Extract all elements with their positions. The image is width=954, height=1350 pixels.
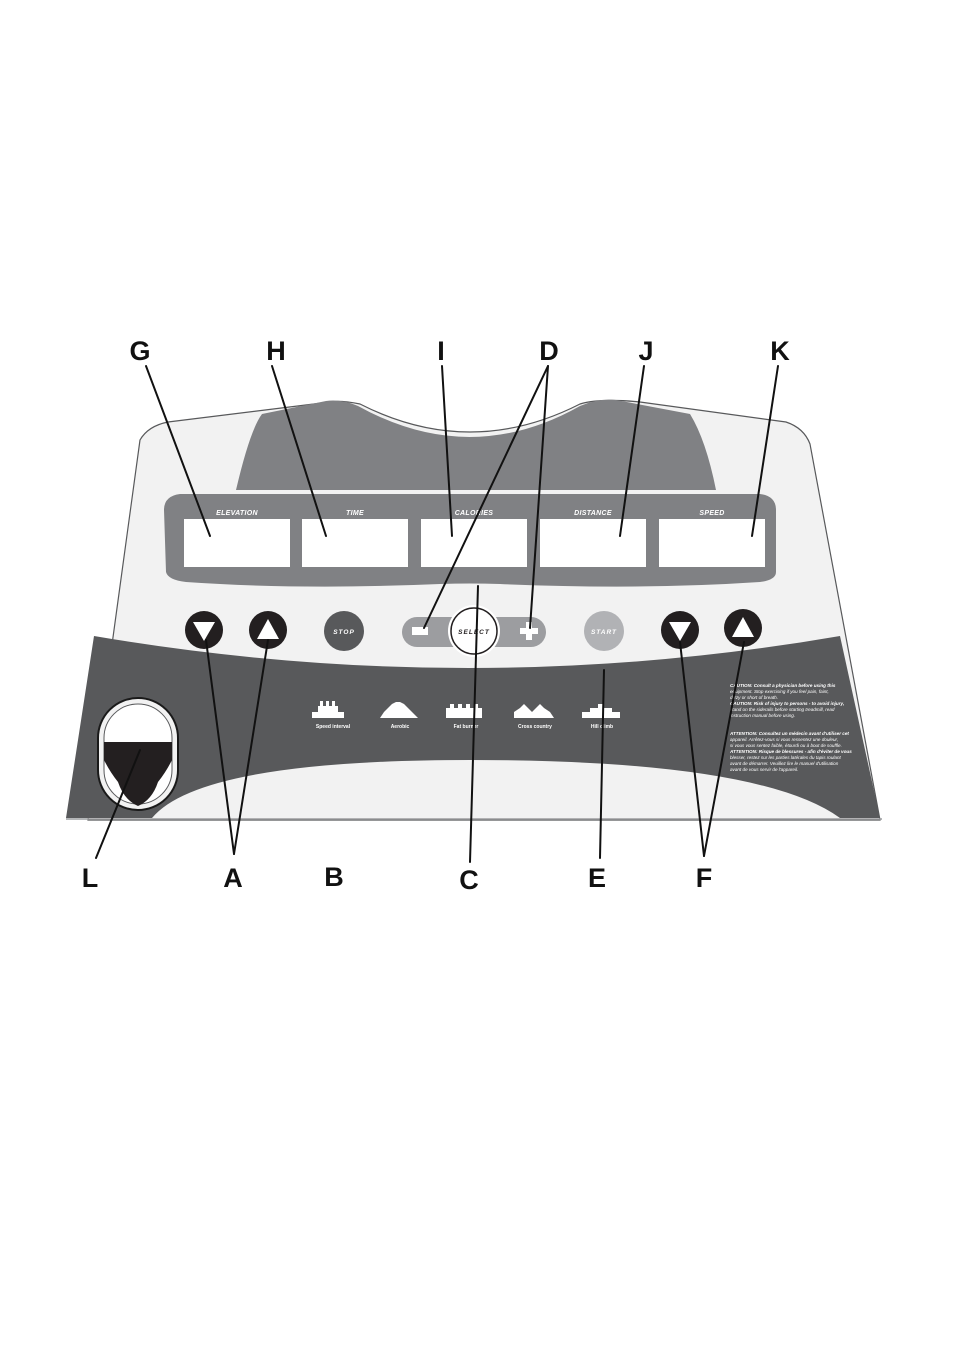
callout-l: L bbox=[82, 863, 99, 893]
start-button[interactable]: START bbox=[584, 611, 624, 651]
program-label: Fat burner bbox=[454, 724, 479, 730]
fat-burner-profile-icon bbox=[446, 704, 482, 718]
warning-line: CAUTION: Consult a physician before usin… bbox=[730, 683, 836, 688]
speed-down-button[interactable] bbox=[661, 611, 699, 649]
distance-label: DISTANCE bbox=[574, 510, 612, 517]
elevation-down-button[interactable] bbox=[185, 611, 223, 649]
callout-g: G bbox=[129, 336, 150, 366]
program-label: Cross country bbox=[518, 724, 552, 730]
leader-lines bbox=[95, 365, 779, 863]
program-cross-country[interactable]: Cross country bbox=[514, 704, 554, 730]
elevation-label: ELEVATION bbox=[216, 510, 258, 517]
speed-label: SPEED bbox=[699, 510, 724, 517]
callout-f: F bbox=[696, 863, 713, 893]
warning-line: ATTENTION: Risque de blessures - afin d'… bbox=[729, 749, 852, 754]
program-speed-interval[interactable]: Speed interval bbox=[312, 701, 351, 730]
callout-i: I bbox=[437, 336, 445, 366]
warning-text: CAUTION: Consult a physician before usin… bbox=[729, 683, 852, 772]
calories-label: CALORIES bbox=[455, 510, 494, 517]
warning-line: stand on the siderails before starting t… bbox=[730, 707, 835, 712]
minus-button[interactable] bbox=[412, 627, 428, 635]
warning-line: ATTENTION: Consultez un médecin avant d'… bbox=[729, 731, 849, 736]
stop-label: STOP bbox=[333, 629, 355, 636]
speed-window bbox=[659, 519, 765, 567]
warning-line: CAUTION: Risk of injury to persons - to … bbox=[730, 701, 844, 706]
start-label: START bbox=[591, 629, 617, 636]
display-hood bbox=[236, 399, 716, 490]
callout-k: K bbox=[770, 336, 790, 366]
elevation-window bbox=[184, 519, 290, 567]
callout-a: A bbox=[223, 863, 243, 893]
warning-line: avant de vous servir de l'appareil. bbox=[730, 767, 798, 772]
program-label: Aerobic bbox=[391, 724, 410, 730]
cross-country-profile-icon bbox=[514, 704, 554, 718]
callout-b: B bbox=[324, 862, 344, 892]
warning-line: appareil. Arrêtez-vous si vous ressentez… bbox=[730, 737, 838, 742]
hill-climb-profile-icon bbox=[582, 704, 620, 718]
warning-line: blesser, restez sur les parties latérale… bbox=[730, 755, 842, 760]
warning-line: si vous vous sentez faible, étourdi ou à… bbox=[730, 743, 842, 748]
program-aerobic[interactable]: Aerobic bbox=[380, 702, 418, 730]
warning-line: avant de démarrer. Veuillez lire le manu… bbox=[730, 761, 839, 766]
time-window bbox=[302, 519, 408, 567]
warning-line: equipment. Stop exercising if you feel p… bbox=[730, 689, 829, 694]
callout-c: C bbox=[459, 865, 479, 895]
callout-e: E bbox=[588, 863, 606, 893]
speed-up-button[interactable] bbox=[724, 609, 762, 647]
calories-window bbox=[421, 519, 527, 567]
aerobic-profile-icon bbox=[380, 702, 418, 718]
warning-line: instruction manual before using. bbox=[730, 713, 795, 718]
select-label: SELECT bbox=[458, 629, 490, 636]
callout-h: H bbox=[266, 336, 286, 366]
distance-window bbox=[540, 519, 646, 567]
program-fat-burner[interactable]: Fat burner bbox=[446, 704, 482, 730]
program-label: Speed interval bbox=[316, 724, 351, 730]
plus-button[interactable] bbox=[520, 622, 538, 640]
select-button[interactable]: SELECT bbox=[448, 605, 500, 657]
callout-d: D bbox=[539, 336, 559, 366]
callout-j: J bbox=[638, 336, 653, 366]
elevation-up-button[interactable] bbox=[249, 611, 287, 649]
speed-interval-profile-icon bbox=[312, 701, 344, 718]
time-label: TIME bbox=[346, 510, 364, 517]
stop-button[interactable]: STOP bbox=[324, 611, 364, 651]
warning-line: dizzy or short of breath. bbox=[730, 695, 778, 700]
